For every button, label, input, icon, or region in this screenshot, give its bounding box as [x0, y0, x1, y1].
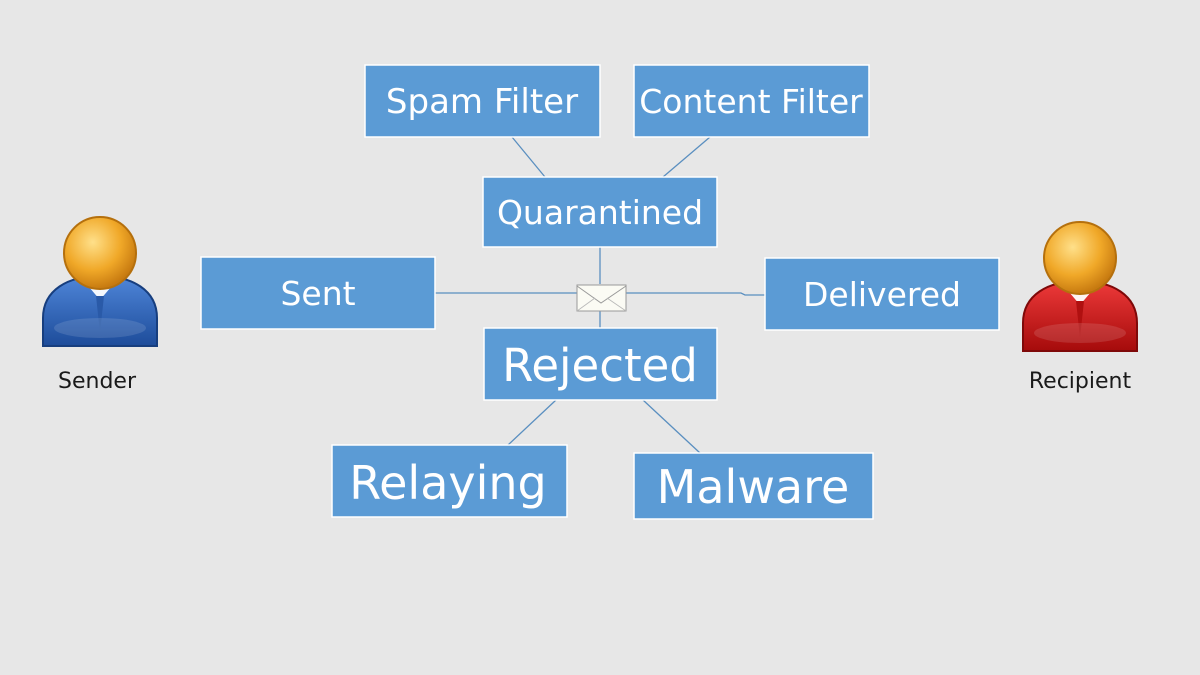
content-filter-label: Content Filter — [639, 82, 863, 121]
recipient-head — [1043, 221, 1117, 295]
malware-node: Malware — [633, 452, 874, 520]
connector-rejected-relaying — [507, 399, 557, 446]
spam-filter-label: Spam Filter — [386, 82, 578, 122]
connector-envelope-delivered — [626, 292, 765, 296]
content-filter-box — [633, 64, 870, 138]
sender-head — [63, 216, 137, 290]
malware-label: Malware — [657, 460, 850, 514]
malware-box — [633, 452, 874, 520]
recipient-person-icon — [1022, 221, 1138, 352]
quarantined-node: Quarantined — [482, 176, 718, 248]
sender-label: Sender — [58, 369, 137, 394]
connector-content-quarantine — [662, 136, 711, 178]
relaying-box — [331, 444, 568, 518]
delivered-box — [764, 257, 1000, 331]
rejected-node: Rejected — [483, 327, 718, 401]
spam-filter-node: Spam Filter — [364, 64, 601, 138]
connector-spam-quarantine — [511, 136, 546, 178]
sent-node: Sent — [200, 256, 436, 330]
spam-filter-box — [364, 64, 601, 138]
rejected-label: Rejected — [502, 339, 698, 392]
relaying-node: Relaying — [331, 444, 568, 518]
sent-label: Sent — [280, 274, 355, 313]
delivered-label: Delivered — [803, 275, 961, 314]
sender-person-icon — [42, 216, 158, 347]
recipient-label: Recipient — [1029, 369, 1132, 394]
relaying-label: Relaying — [349, 456, 547, 510]
rejected-box — [483, 327, 718, 401]
connector-rejected-malware — [642, 399, 701, 454]
envelope-icon — [576, 284, 627, 312]
connectors — [435, 136, 765, 454]
content-filter-node: Content Filter — [633, 64, 870, 138]
sent-box — [200, 256, 436, 330]
quarantined-box — [482, 176, 718, 248]
delivered-node: Delivered — [764, 257, 1000, 331]
quarantined-label: Quarantined — [497, 193, 703, 232]
